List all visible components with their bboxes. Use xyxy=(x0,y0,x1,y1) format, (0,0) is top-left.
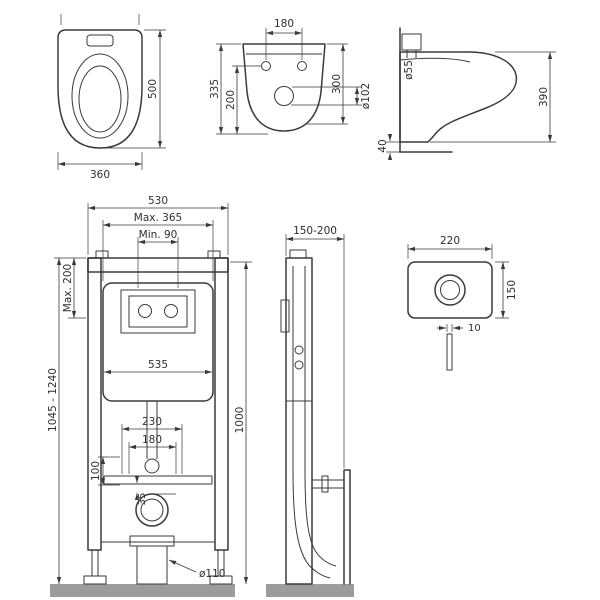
dim-min-90: Min. 90 xyxy=(139,229,178,241)
dim-150: 150 xyxy=(506,280,518,300)
frame-top-bar xyxy=(87,257,229,273)
hanger-tab xyxy=(95,250,109,259)
valve-port xyxy=(164,304,178,318)
dim-360: 360 xyxy=(90,169,110,181)
wall-line xyxy=(343,469,351,585)
mounting-hole xyxy=(261,61,271,71)
frame-right-rail xyxy=(214,257,229,551)
extension-lines xyxy=(54,203,252,495)
toilet-top-outline xyxy=(57,29,143,149)
dim-drain-diameter: ø102 xyxy=(360,83,372,109)
dim-300: 300 xyxy=(331,74,343,94)
toilet-side-view: ø55 40 390 xyxy=(377,27,556,161)
flush-bend xyxy=(144,458,160,474)
dim-35: 35 xyxy=(137,493,148,506)
dim-height-range: 1045 - 1240 xyxy=(47,368,59,432)
foot-plate xyxy=(83,575,107,585)
extension-lines xyxy=(216,28,362,135)
tank-depth-lines xyxy=(286,266,312,470)
access-box-outer xyxy=(120,289,196,334)
extension-lines xyxy=(386,51,556,153)
drain-hole xyxy=(274,86,294,106)
dim-180: 180 xyxy=(274,18,294,30)
plate-thickness-profile xyxy=(446,333,453,371)
dim-180-frame: 180 xyxy=(142,434,162,446)
bracket-screw xyxy=(321,475,329,493)
dim-10: 10 xyxy=(468,323,481,334)
dim-335: 335 xyxy=(209,79,221,99)
toilet-front-outline xyxy=(242,43,326,132)
floor-slab-left xyxy=(50,584,235,597)
drain-bend-pipe xyxy=(292,469,337,579)
inlet-pipe xyxy=(401,33,422,51)
valve-port xyxy=(138,304,152,318)
drain-socket-outer xyxy=(135,493,169,527)
drain-flange xyxy=(129,535,175,547)
dim-inlet-diameter: ø55 xyxy=(403,60,415,80)
flush-button-inner xyxy=(440,280,460,300)
flush-plate xyxy=(407,261,493,319)
dim-100: 100 xyxy=(90,461,102,481)
dim-535: 535 xyxy=(148,359,168,371)
access-box-inner xyxy=(128,295,188,328)
dim-40: 40 xyxy=(377,139,389,152)
seat-outline xyxy=(71,53,129,139)
fixing-point xyxy=(294,360,304,370)
drain-pipe xyxy=(136,545,168,585)
dim-200: 200 xyxy=(225,90,237,110)
extension-lines xyxy=(57,29,166,170)
flush-pipe xyxy=(146,401,158,459)
frame-column xyxy=(285,257,313,585)
hanger-tab xyxy=(207,250,221,259)
pipe-lines xyxy=(406,50,417,58)
dim-max-200: Max. 200 xyxy=(62,264,74,312)
bowl-opening xyxy=(78,65,122,133)
inner-contour xyxy=(399,57,471,63)
hanger-bracket xyxy=(289,249,307,259)
frame-front-view: 530 Max. 365 Min. 90 Max. 200 1045 - 124… xyxy=(47,195,252,585)
floor-slab-right xyxy=(266,584,354,597)
foot-screws xyxy=(91,550,225,576)
foot-plate xyxy=(209,575,233,585)
hinge-detail xyxy=(86,34,114,47)
toilet-front-view: 180 335 200 300 ø102 xyxy=(209,18,372,135)
toilet-top-view: 500 360 xyxy=(57,14,166,181)
cistern xyxy=(102,282,214,402)
axis-marks xyxy=(60,14,140,25)
flush-plate-view: 220 150 10 xyxy=(407,235,518,371)
dim-530: 530 xyxy=(148,195,168,207)
mounting-hole xyxy=(297,61,307,71)
dim-depth-range: 150-200 xyxy=(293,225,337,237)
dim-max-365: Max. 365 xyxy=(134,212,182,224)
flush-button-outer xyxy=(434,274,466,306)
frame-left-rail xyxy=(87,257,102,551)
drain-socket-inner xyxy=(140,498,164,522)
dim-500: 500 xyxy=(147,79,159,99)
dim-230: 230 xyxy=(142,416,162,428)
pan-bracket xyxy=(103,475,213,485)
leader-line xyxy=(168,559,197,573)
frame-side-view: 150-200 xyxy=(280,225,351,585)
extension-lines xyxy=(407,244,509,332)
dim-drain-110: ø110 xyxy=(199,568,225,580)
plate-side-profile xyxy=(280,299,290,333)
dim-390: 390 xyxy=(538,87,550,107)
dim-220: 220 xyxy=(440,235,460,247)
toilet-side-outline xyxy=(399,51,518,143)
fixing-point xyxy=(294,345,304,355)
dim-1000: 1000 xyxy=(234,407,246,434)
